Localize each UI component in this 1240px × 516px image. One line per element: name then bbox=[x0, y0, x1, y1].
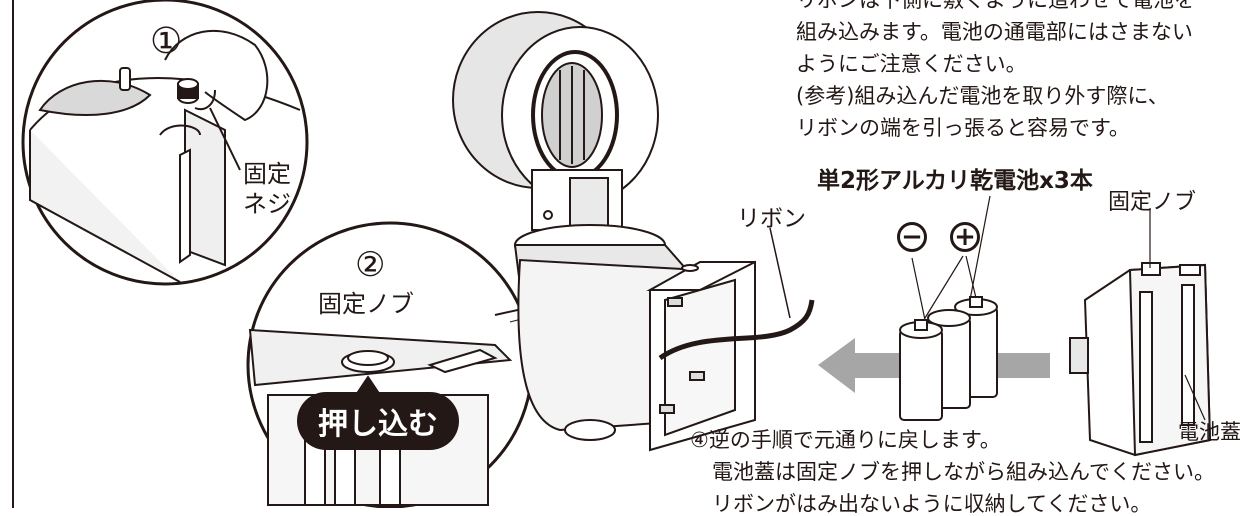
instruction-line: リボンの端を引っ張ると容易です。 bbox=[796, 116, 1130, 140]
instruction-line: リボンは下側に敷くように這わせて電池を bbox=[796, 0, 1195, 12]
instruction-line: (参考)組み込んだ電池を取り外す際に、 bbox=[796, 84, 1169, 108]
step1-number: ① bbox=[150, 21, 183, 62]
sensor-light-unit bbox=[452, 11, 756, 452]
battery-cover bbox=[1069, 262, 1212, 457]
plus-pointer bbox=[924, 255, 964, 319]
step2-detail-circle bbox=[246, 221, 534, 508]
step1-detail-circle bbox=[21, 0, 309, 286]
battery-label-pointer bbox=[969, 195, 991, 301]
step2-label: 固定ノブ bbox=[318, 290, 414, 318]
instruction-line: ようにご注意ください。 bbox=[796, 52, 1027, 76]
batteries bbox=[899, 296, 998, 421]
minus-symbol: − bbox=[897, 222, 927, 252]
plus-symbol: + bbox=[950, 222, 980, 252]
ribbon-cable bbox=[658, 299, 815, 361]
step4-line: 電池蓋は固定ノブを押しながら組み込んでください。 bbox=[712, 460, 1215, 484]
battery-label: 単2形アルカリ乾電池x3本 bbox=[817, 168, 1093, 194]
step4-line: リボンがはみ出ないように収納してください。 bbox=[712, 492, 1152, 516]
ribbon-label: リボン bbox=[737, 206, 806, 232]
plus-pointer-2 bbox=[965, 255, 977, 299]
step1-label: 固定 bbox=[243, 160, 291, 188]
push-badge: 押し込む bbox=[297, 392, 459, 450]
ribbon-pointer bbox=[769, 227, 791, 319]
cover-label: 電池蓋 bbox=[1178, 420, 1240, 444]
step1-label: ネジ bbox=[243, 190, 291, 218]
knob-label: 固定ノブ bbox=[1108, 190, 1197, 215]
cover-pointer bbox=[1184, 374, 1206, 421]
step4-line: ④逆の手順で元通りに戻します。 bbox=[690, 428, 1001, 452]
instruction-line: 組み込みます。電池の通電部にはさまない bbox=[796, 20, 1193, 44]
step2-number: ② bbox=[355, 245, 386, 285]
minus-pointer bbox=[911, 257, 926, 321]
